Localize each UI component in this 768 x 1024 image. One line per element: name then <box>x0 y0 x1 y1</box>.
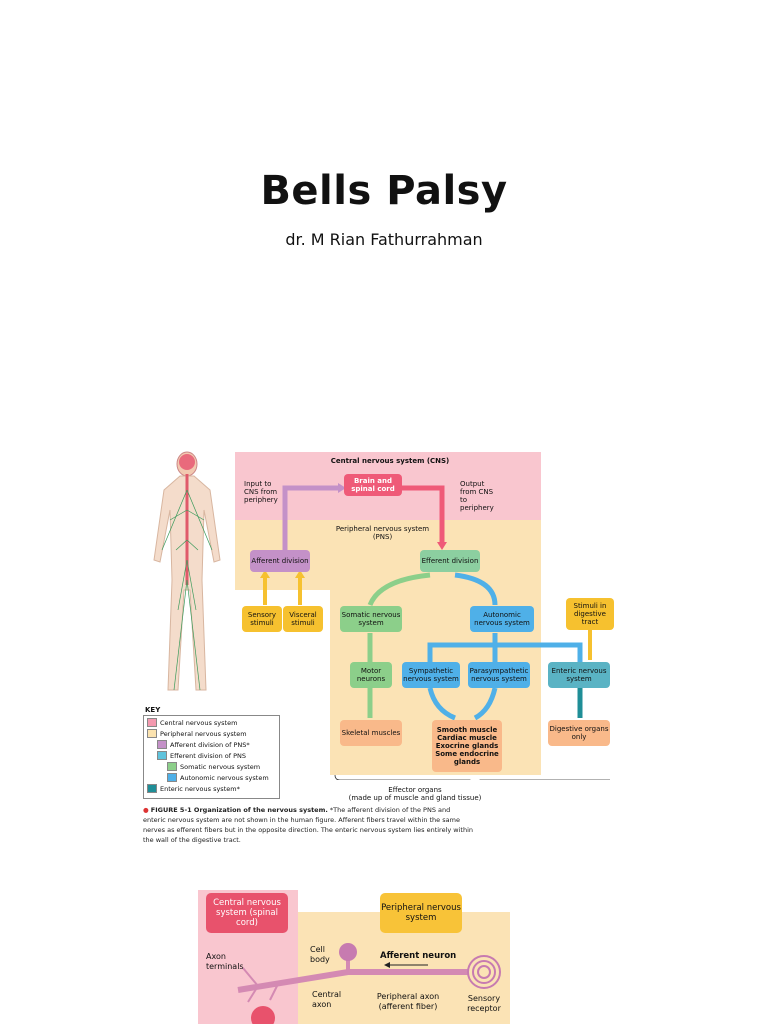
skeletal-box: Skeletal muscles <box>340 720 402 746</box>
key-label: Enteric nervous system* <box>160 784 240 793</box>
sympathetic-box: Sympathetic nervous system <box>402 662 460 688</box>
key-swatch <box>157 751 167 760</box>
key-item: Enteric nervous system* <box>147 784 240 793</box>
digestive-box: Digestive organs only <box>548 720 610 746</box>
brain-box: Brain and spinal cord <box>344 474 402 496</box>
input-label: Input to CNS from periphery <box>244 480 278 504</box>
key-title: KEY <box>145 706 161 714</box>
key-box <box>143 715 280 799</box>
visceral-stimuli-box: Visceral stimuli <box>283 606 323 632</box>
key-item: Afferent division of PNS* <box>157 740 250 749</box>
key-label: Somatic nervous system <box>180 762 261 771</box>
somatic-box: Somatic nervous system <box>340 606 402 632</box>
key-swatch <box>147 729 157 738</box>
sensory-receptor-label: Sensory receptor <box>467 994 501 1013</box>
key-label: Peripheral nervous system <box>160 729 247 738</box>
key-label: Afferent division of PNS* <box>170 740 250 749</box>
autonomic-box: Autonomic nervous system <box>470 606 534 632</box>
figure-caption: ● FIGURE 5-1 Organization of the nervous… <box>143 805 473 845</box>
caption-text: *The afferent division of the PNS and en… <box>143 806 474 844</box>
pns-label: Peripheral nervous system (PNS) <box>335 525 430 541</box>
enteric-box: Enteric nervous system <box>548 662 610 688</box>
key-label: Autonomic nervous system <box>180 773 269 782</box>
motor-neurons-box: Motor neurons <box>350 662 392 688</box>
parasympathetic-box: Parasympathetic nervous system <box>468 662 530 688</box>
figure-nervous-system: Central nervous system (CNS) Brain and s… <box>140 450 614 850</box>
effector-label: Effector organs <box>388 786 442 794</box>
peripheral-axon-label: Peripheral axon (afferent fiber) <box>376 992 440 1011</box>
page-title: Bells Palsy <box>260 168 508 214</box>
sensory-stimuli-box: Sensory stimuli <box>242 606 282 632</box>
neuron-drawing <box>237 943 501 1024</box>
cns-label-box: Central nervous system (spinal cord) <box>206 893 288 933</box>
key-item: Somatic nervous system <box>167 762 260 771</box>
key-swatch <box>147 718 157 727</box>
key-item: Central nervous system <box>147 718 237 727</box>
key-item: Peripheral nervous system <box>147 729 247 738</box>
key-item: Autonomic nervous system <box>167 773 269 782</box>
author-name: dr. M Rian Fathurrahman <box>285 230 483 249</box>
stimuli-digestive-box: Stimuli in digestive tract <box>566 598 614 630</box>
central-axon-label: Central axon <box>312 990 342 1009</box>
key-label: Central nervous system <box>160 718 238 727</box>
caption-title: FIGURE 5-1 Organization of the nervous s… <box>150 806 328 814</box>
key-swatch <box>147 784 157 793</box>
efferent-division-box: Efferent division <box>420 550 480 572</box>
output-label: Output from CNS to periphery <box>460 480 494 512</box>
key-item: Efferent division of PNS <box>157 751 246 760</box>
human-figure-image <box>153 451 221 691</box>
flow-arrows <box>260 483 610 780</box>
cell-body-label: Cell body <box>310 945 330 964</box>
key-swatch <box>167 773 177 782</box>
pns-label-box: Peripheral nervous system <box>380 893 462 933</box>
cns-header: Central nervous system (CNS) <box>330 457 450 465</box>
afferent-neuron-label: Afferent neuron <box>380 951 457 961</box>
caption-bullet: ● <box>143 806 149 814</box>
key-swatch <box>157 740 167 749</box>
afferent-division-box: Afferent division <box>250 550 310 572</box>
axon-terminals-label: Axon terminals <box>206 952 244 971</box>
figure-afferent-neuron: Central nervous system (spinal cord) Per… <box>198 890 510 1024</box>
key-swatch <box>167 762 177 771</box>
effector-sublabel: (made up of muscle and gland tissue) <box>348 794 482 802</box>
key-label: Efferent division of PNS <box>170 751 247 760</box>
smooth-muscle-box: Smooth muscle Cardiac muscle Exocrine gl… <box>432 720 502 772</box>
